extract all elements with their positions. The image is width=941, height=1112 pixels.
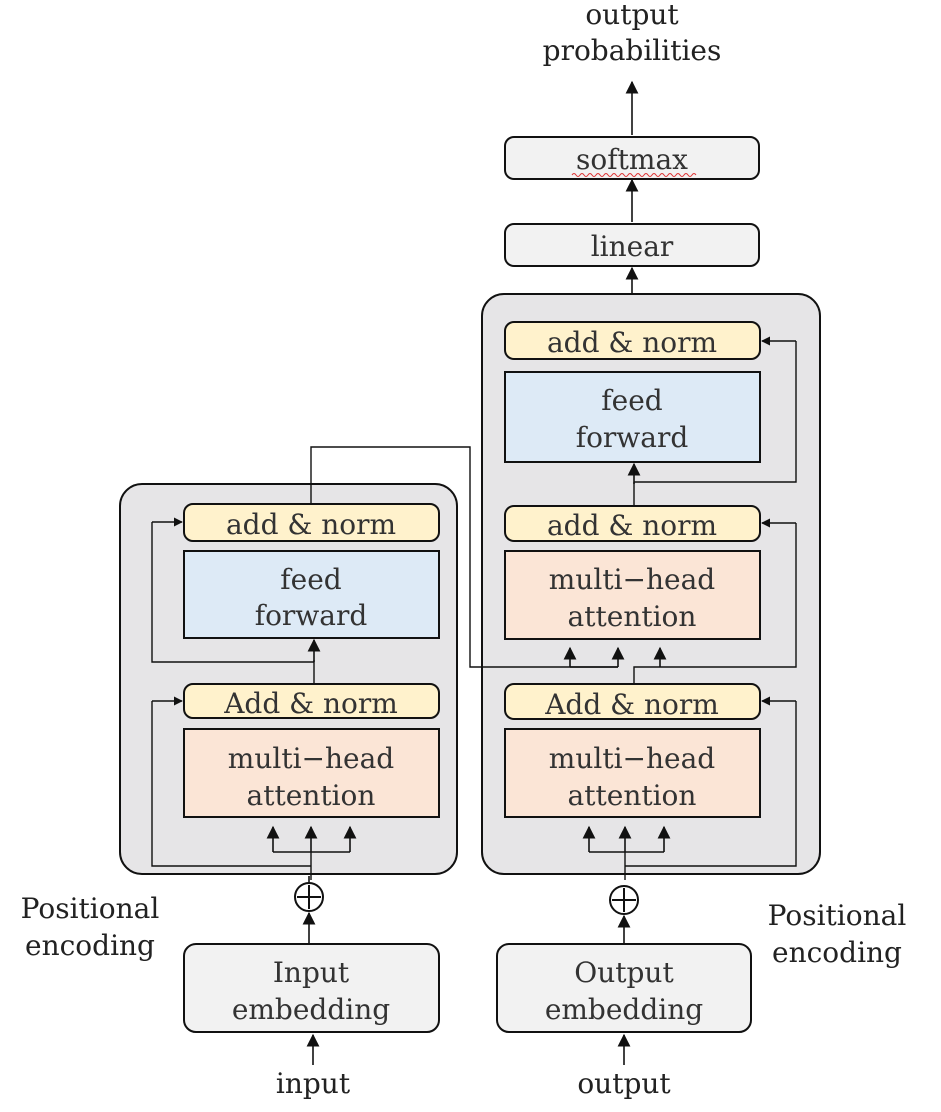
- decoder-feed-forward-line1: feed: [601, 384, 663, 417]
- encoder-add-norm-top-label: add & norm: [226, 508, 396, 541]
- encoder-feed-forward: [183, 550, 440, 639]
- decoder-feed-forward-line2: forward: [576, 421, 689, 454]
- encoder-feed-forward-line1: feed: [280, 563, 342, 596]
- softmax-spellcheck-underline: [571, 173, 697, 177]
- encoder-attention: [183, 728, 440, 818]
- encoder-add-norm-bottom-label: Add & norm: [223, 687, 398, 720]
- input-embedding-line1: Input: [273, 956, 350, 989]
- positional-encoding-right-line2: encoding: [772, 936, 902, 969]
- softmax-label: softmax: [576, 143, 688, 176]
- decoder-add-norm-bottom-label: Add & norm: [544, 688, 719, 721]
- input-label: input: [276, 1067, 351, 1100]
- output-probabilities-label-line2: probabilities: [543, 34, 722, 67]
- encoder-attention-line1: multi−head: [228, 742, 395, 775]
- linear-box: [504, 223, 760, 267]
- decoder-add-norm-mid-label: add & norm: [547, 509, 717, 542]
- decoder-cross-attention: [504, 550, 761, 640]
- decoder-cross-attention-line2: attention: [568, 600, 697, 633]
- output-embedding-box: [496, 943, 752, 1033]
- decoder-self-attention-line1: multi−head: [549, 742, 716, 775]
- decoder-self-attention: [504, 728, 761, 818]
- output-embedding-line2: embedding: [545, 993, 703, 1026]
- output-label: output: [577, 1067, 671, 1100]
- decoder-wiring: [563, 336, 797, 880]
- positional-encoding-left-line2: encoding: [25, 929, 155, 962]
- positional-encoding-right-line1: Positional: [768, 899, 907, 932]
- encoder-attention-line2: attention: [247, 779, 376, 812]
- decoder-cross-attention-line1: multi−head: [549, 563, 716, 596]
- decoder-feed-forward: [504, 371, 761, 463]
- input-embedding-box: [183, 943, 440, 1033]
- decoder-add-norm-mid: [504, 505, 761, 542]
- decoder-add-norm-bottom: [504, 683, 761, 720]
- positional-encoding-left-line1: Positional: [21, 892, 160, 925]
- encoder-wiring: [151, 446, 618, 880]
- encoder-feed-forward-line2: forward: [255, 599, 368, 632]
- decoder-add-norm-top-label: add & norm: [547, 326, 717, 359]
- linear-label: linear: [591, 230, 674, 263]
- input-embedding-line2: embedding: [232, 993, 390, 1026]
- decoder-self-attention-line2: attention: [568, 779, 697, 812]
- decoder-add-norm-top: [504, 321, 761, 360]
- output-probabilities-label-line1: output: [585, 0, 679, 31]
- encoder-add-norm-bottom: [183, 683, 440, 719]
- output-embedding-line1: Output: [574, 956, 674, 989]
